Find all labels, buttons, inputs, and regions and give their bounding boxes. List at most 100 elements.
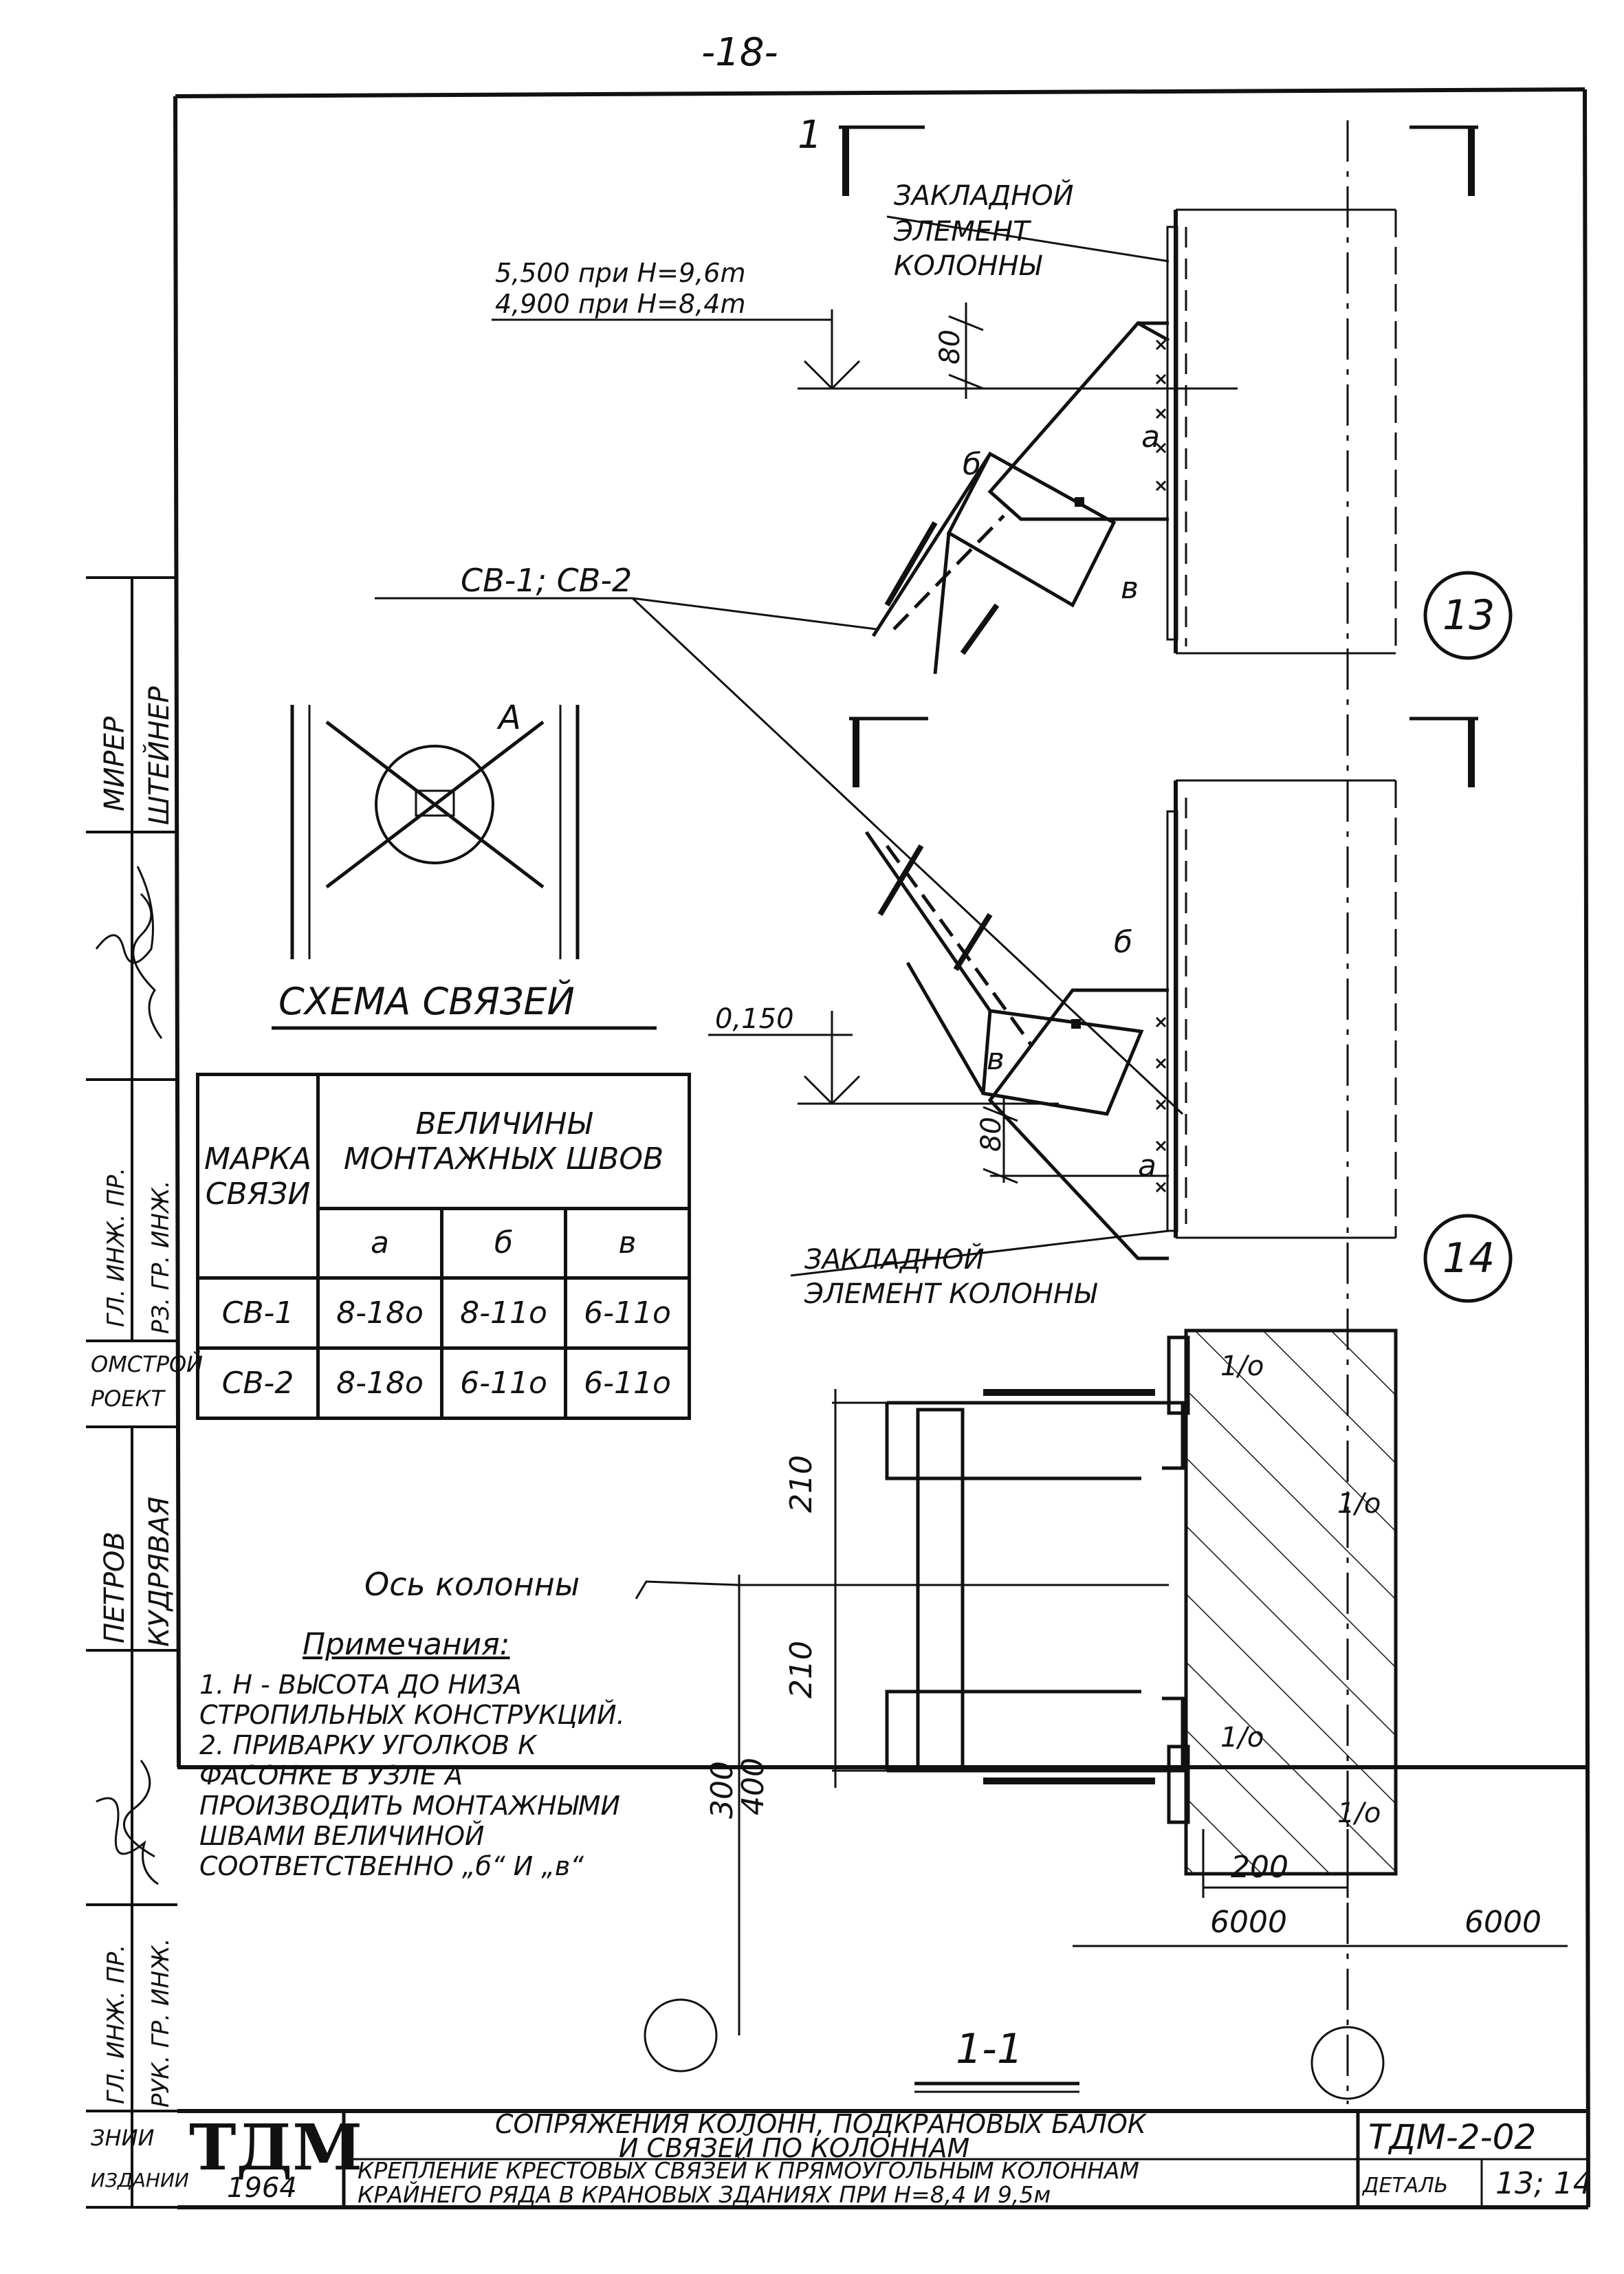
- weld-table-subheader-a: a: [316, 1206, 443, 1280]
- weld-table-a: 8-18о: [316, 1276, 443, 1351]
- upper-weld-a: a: [1141, 419, 1160, 455]
- lower-dim-80: 80: [976, 1117, 1007, 1152]
- lower-weld-marks: [1155, 1016, 1167, 1193]
- notes-block: Примечания: 1. H - ВЫСОТА ДО НИЗА СТРОПИ…: [199, 1627, 639, 1882]
- lower-weld-b: б: [1114, 925, 1132, 960]
- weld-table-v: 6-11о: [564, 1276, 691, 1351]
- lower-column: [1166, 779, 1397, 1239]
- stamp-role-3: ГЛ. ИНЖ. ПР.: [102, 1945, 130, 2104]
- weld-table-b: 8-11о: [440, 1276, 567, 1351]
- signatures: [95, 866, 163, 1885]
- bracing-scheme: [290, 705, 580, 959]
- lower-embedded-label-2: ЭЛЕМЕНТ КОЛОННЫ: [804, 1278, 1098, 1310]
- section-mark-top-right: [1409, 125, 1478, 196]
- axis-bubble-right: [1310, 2026, 1385, 2100]
- view-label: 1-1: [956, 2025, 1023, 2073]
- weld-table-mark-header-2: СВЯЗИ: [205, 1176, 311, 1212]
- lower-embedded-leader: [790, 1229, 1170, 1277]
- plan-weld-mark-4: 1/о: [1337, 1797, 1381, 1829]
- plan-dim-300: 300: [705, 1761, 740, 1819]
- subtitle-line-1: КРЕПЛЕНИЕ КРЕСТОВЫХ СВЯЗЕЙ К ПРЯМОУГОЛЬН…: [358, 2156, 1139, 2184]
- logo-tdm: ТДМ: [189, 2110, 362, 2185]
- side-stamp-text: МИРЕР ШТЕЙНЕР ГЛ. ИНЖ. ПР. РЗ. ГР. ИНЖ. …: [91, 686, 203, 2191]
- section-mark-top-left: [839, 125, 925, 196]
- upper-bolt: [1075, 497, 1084, 507]
- weld-table-mark: СВ-2: [196, 1346, 320, 1420]
- scheme-node-label: А: [496, 699, 521, 737]
- stamp-role-4: РУК. ГР. ИНЖ.: [147, 1938, 175, 2108]
- weld-table-mark-header: МАРКА СВЯЗИ: [196, 1072, 320, 1280]
- axis-bubble-left: [644, 1998, 718, 2073]
- section-mark-mid-right: [1409, 717, 1478, 787]
- note-item-1: 1. H - ВЫСОТА ДО НИЗА СТРОПИЛЬНЫХ КОНСТР…: [199, 1670, 625, 1730]
- plan-dimensions: [736, 1389, 1568, 2035]
- stamp-role-1: ГЛ. ИНЖ. ПР.: [102, 1168, 130, 1327]
- brace-label-leaders: [375, 597, 1184, 1115]
- title-line-1: СОПРЯЖЕНИЯ КОЛОНН, ПОДКРАНОВЫХ БАЛОК: [495, 2109, 1148, 2139]
- page-number: -18-: [701, 30, 778, 75]
- weld-table-subheader-v: в: [564, 1206, 691, 1280]
- axis-marker-13: [1423, 571, 1513, 660]
- stamp-org-2: РОЕКТ: [91, 1386, 166, 1412]
- table-row: СВ-2 8-18о 6-11о 6-11о: [196, 1346, 691, 1420]
- plan-dim-210-top: 210: [784, 1455, 819, 1513]
- weld-table-v: 6-11о: [564, 1346, 691, 1420]
- note-item-2: 2. ПРИВАРКУ УГОЛКОВ К ФАСОНКЕ В УЗЛЕ А П…: [199, 1730, 620, 1881]
- detail-number: 13; 14: [1495, 2166, 1592, 2201]
- upper-dim-80: 80: [934, 329, 966, 364]
- detail-label: ДЕТАЛЬ: [1361, 2174, 1448, 2198]
- plan-dim-210-bottom: 210: [784, 1641, 819, 1698]
- axis-14-label: 14: [1442, 1234, 1495, 1282]
- axis-marker-14: [1423, 1214, 1513, 1303]
- upper-elevation-dim: [492, 303, 1238, 399]
- table-row: СВ-1 8-18о 8-11о 6-11о: [196, 1276, 691, 1351]
- stamp-name-3: ПЕТРОВ: [99, 1531, 131, 1643]
- lower-elevation-dim: [708, 1011, 1169, 1184]
- upper-elevation-1: 5,500 при H=9,6m: [495, 258, 745, 288]
- lower-weld-a: a: [1138, 1148, 1156, 1183]
- side-stamp-frame: [86, 576, 177, 2209]
- lower-elevation: 0,150: [715, 1003, 794, 1035]
- upper-elevation-2: 4,900 при H=8,4m: [495, 289, 745, 319]
- scheme-title: СХЕМА СВЯЗЕЙ: [278, 980, 575, 1023]
- column-axis-label: Ось колонны: [364, 1566, 580, 1603]
- lower-bolt: [1071, 1019, 1081, 1029]
- notes-title: Примечания:: [303, 1627, 510, 1662]
- upper-embedded-leader: [886, 215, 1170, 263]
- upper-weld-v: в: [1121, 571, 1139, 606]
- plan-column-section: [1184, 1329, 1398, 1876]
- lower-brace: [864, 831, 1144, 1116]
- section-number: 1: [798, 113, 822, 157]
- weld-table-b: 6-11о: [440, 1346, 567, 1420]
- plan-dim-6000-right: 6000: [1464, 1905, 1541, 1940]
- stamp-name-4: КУДРЯВАЯ: [144, 1496, 175, 1647]
- upper-embedded-label-3: КОЛОННЫ: [894, 250, 1043, 282]
- stamp-org-4: ИЗДАНИИ: [91, 2169, 189, 2191]
- plan-weld-mark-1: 1/о: [1220, 1351, 1264, 1382]
- weld-table-values-header-2: МОНТАЖНЫХ ШВОВ: [343, 1141, 664, 1177]
- weld-table-a: 8-18о: [316, 1346, 443, 1420]
- title-year: 1964: [227, 2172, 297, 2204]
- weld-table-mark: СВ-1: [196, 1276, 320, 1351]
- stamp-org-3: ЗНИИ: [91, 2125, 155, 2151]
- lower-gusset: [987, 988, 1169, 1260]
- weld-table-subheader-b: б: [440, 1206, 567, 1280]
- drawing-code: ТДМ-2-02: [1368, 2117, 1536, 2157]
- stamp-name-1: МИРЕР: [99, 716, 131, 811]
- lower-weld-v: в: [987, 1042, 1005, 1077]
- weld-table: МАРКА СВЯЗИ ВЕЛИЧИНЫ МОНТАЖНЫХ ШВОВ a б …: [196, 1072, 691, 1420]
- weld-table-values-header-1: ВЕЛИЧИНЫ: [415, 1106, 592, 1141]
- plan-dim-200: 200: [1231, 1850, 1288, 1885]
- upper-embedded-label-1: ЗАКЛАДНОЙ: [894, 179, 1074, 212]
- stamp-name-2: ШТЕЙНЕР: [142, 686, 175, 825]
- stamp-role-2: РЗ. ГР. ИНЖ.: [147, 1181, 175, 1334]
- upper-brace: [871, 451, 1117, 675]
- weld-table-values-header: ВЕЛИЧИНЫ МОНТАЖНЫХ ШВОВ: [316, 1073, 691, 1210]
- upper-gusset: [987, 320, 1170, 521]
- plan-dim-6000-left: 6000: [1210, 1905, 1287, 1940]
- section-mark-mid-left: [849, 717, 928, 787]
- upper-weld-b: б: [963, 447, 981, 482]
- plan-weld-mark-2: 1/о: [1220, 1722, 1264, 1753]
- upper-weld-marks: [1155, 339, 1167, 492]
